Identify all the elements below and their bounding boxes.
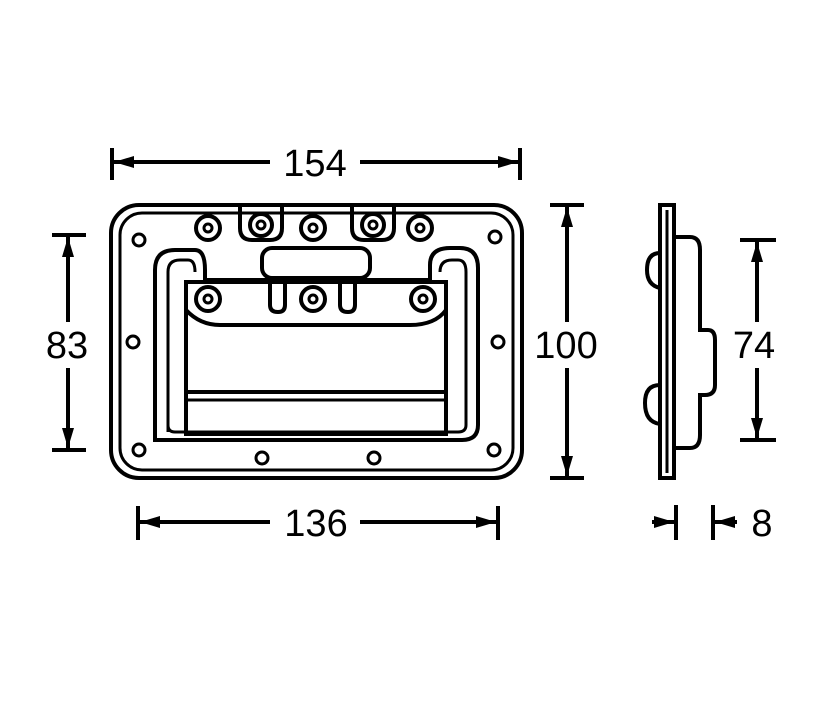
dim-hole-height: 83 xyxy=(46,325,88,367)
rivet xyxy=(299,285,327,313)
mounting-plate-outline xyxy=(109,203,524,480)
side-rivet-bottom xyxy=(642,383,661,426)
dimensions: 154 83 100 136 74 8 xyxy=(46,143,776,545)
dim-overall-height: 100 xyxy=(534,325,597,367)
mounting-hole xyxy=(490,334,506,350)
rivet xyxy=(406,214,434,242)
side-view xyxy=(642,203,717,480)
rivet xyxy=(194,285,222,313)
rivet xyxy=(409,285,437,313)
mounting-hole xyxy=(487,229,503,245)
recess-inner-edge xyxy=(166,258,468,434)
front-view xyxy=(109,203,524,480)
mounting-hole xyxy=(131,232,147,248)
top-lobe-left xyxy=(238,206,284,242)
rivets xyxy=(194,212,437,313)
rivet xyxy=(194,214,222,242)
rivet xyxy=(248,212,274,238)
spring-tab xyxy=(260,246,372,280)
top-lobe-right xyxy=(350,206,396,242)
dim-overall-width: 154 xyxy=(283,143,346,185)
side-rivet-top xyxy=(644,251,661,290)
mounting-hole xyxy=(254,450,270,466)
handle-bracket-edge xyxy=(184,308,448,327)
mounting-hole xyxy=(366,450,382,466)
mounting-hole xyxy=(131,442,147,458)
rivet xyxy=(360,212,386,238)
recess-outline xyxy=(153,246,480,442)
plate-inner-edge xyxy=(118,211,515,472)
dim-depth: 8 xyxy=(751,503,772,545)
mounting-holes xyxy=(125,229,506,466)
handle-bail xyxy=(184,280,448,436)
side-recess xyxy=(674,235,717,450)
spring-legs xyxy=(268,282,357,315)
mounting-hole xyxy=(486,442,502,458)
dim-side-height: 74 xyxy=(733,325,775,367)
dim-hole-width: 136 xyxy=(284,503,347,545)
mounting-hole xyxy=(125,334,141,350)
rivet xyxy=(299,214,327,242)
side-plate xyxy=(658,203,676,480)
